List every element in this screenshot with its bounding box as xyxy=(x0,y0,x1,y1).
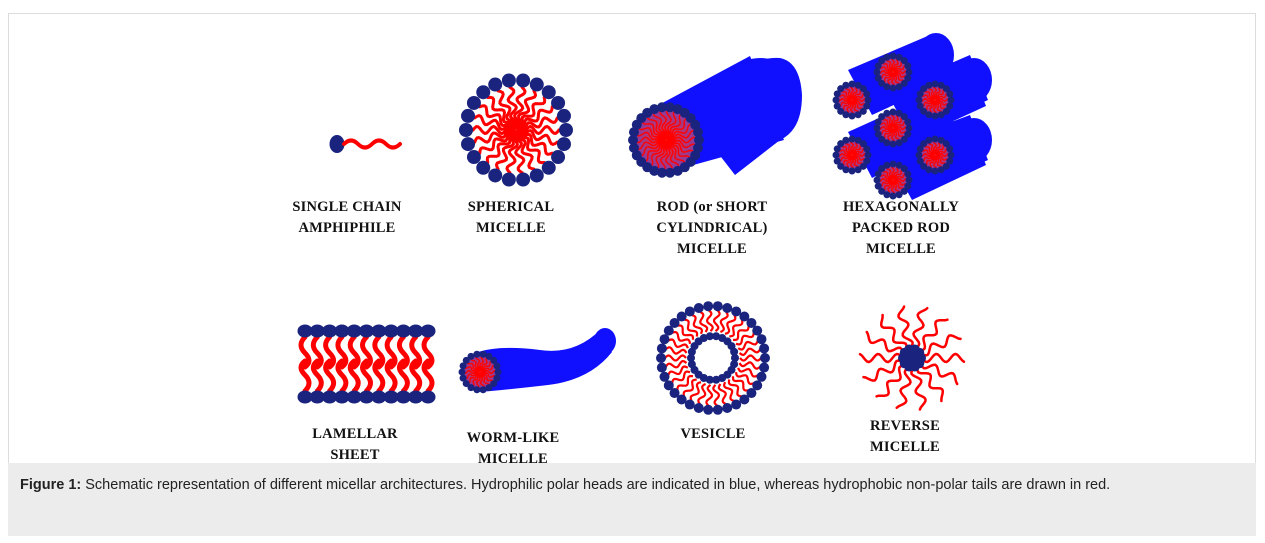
wormlike-micelle-drawing xyxy=(459,328,617,393)
caption-title: Figure 1: xyxy=(20,477,81,493)
label-hexagonal-rod-micelle: HEXAGONALLY PACKED ROD MICELLE xyxy=(836,197,966,260)
micelle-illustration xyxy=(0,0,1265,470)
figure-caption: Figure 1: Schematic representation of di… xyxy=(8,463,1256,536)
rod-micelle-drawing xyxy=(628,56,802,178)
label-lamellar-sheet: LAMELLAR SHEET xyxy=(300,424,410,466)
lamellar-sheet-drawing xyxy=(298,325,436,404)
hexagonal-rod-micelle-drawing xyxy=(833,33,993,200)
label-single-chain-amphiphile: SINGLE CHAIN AMPHIPHILE xyxy=(292,197,402,239)
reverse-micelle-drawing xyxy=(860,307,964,410)
label-reverse-micelle: REVERSE MICELLE xyxy=(850,416,960,458)
spherical-micelle-drawing xyxy=(459,74,573,187)
caption-text: Schematic representation of different mi… xyxy=(81,477,1110,493)
label-vesicle: VESICLE xyxy=(658,424,768,445)
vesicle-drawing xyxy=(656,301,770,415)
label-rod-micelle: ROD (or SHORT CYLINDRICAL) MICELLE xyxy=(652,197,772,260)
single-chain-amphiphile-drawing xyxy=(330,135,401,153)
label-spherical-micelle: SPHERICAL MICELLE xyxy=(456,197,566,239)
